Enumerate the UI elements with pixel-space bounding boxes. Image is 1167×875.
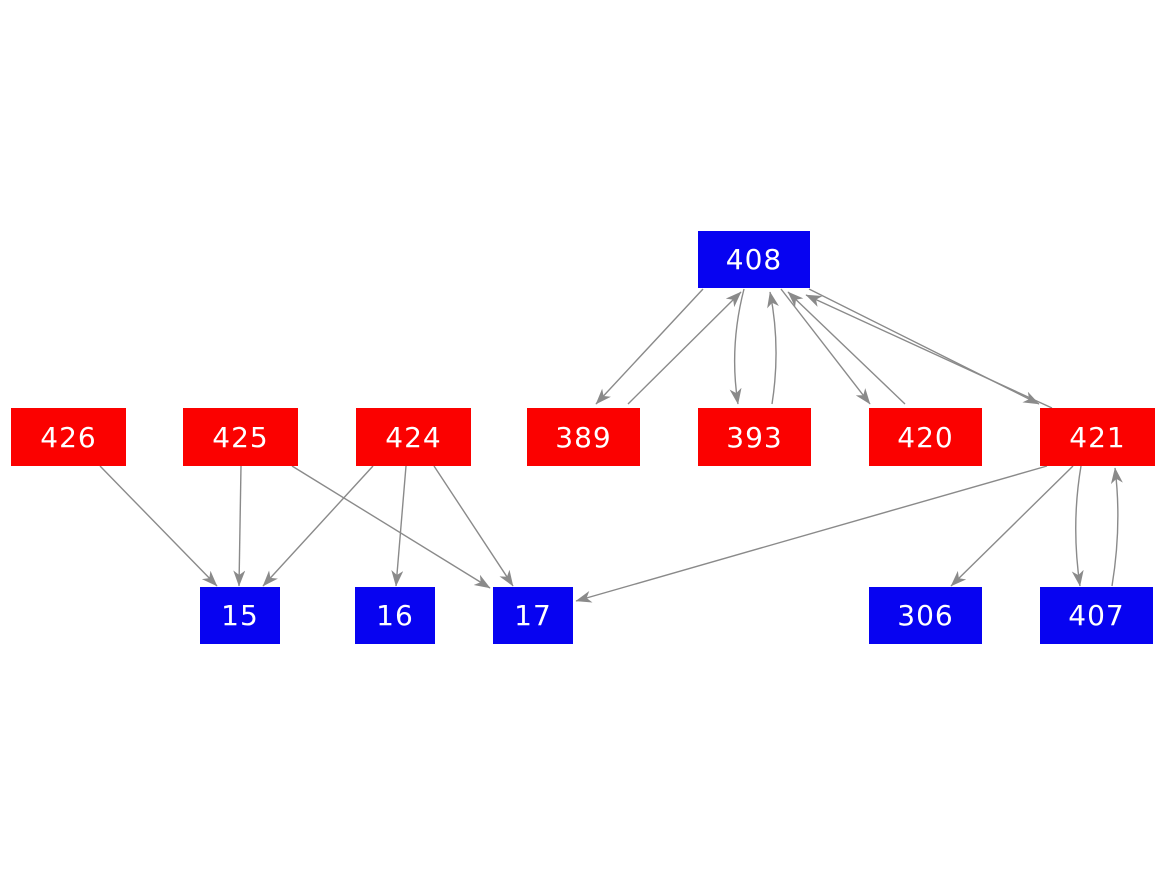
edge-421-to-407 <box>1071 465 1084 587</box>
edge-408-to-421 <box>808 288 1040 405</box>
node-label: 15 <box>221 599 259 632</box>
graph-node-393: 393 <box>698 408 811 466</box>
edge-425-to-17 <box>291 465 491 589</box>
node-label: 389 <box>555 420 612 454</box>
edge-426-to-15 <box>99 465 218 587</box>
node-label: 17 <box>514 599 552 632</box>
node-label: 408 <box>725 243 783 276</box>
edge-424-to-16 <box>391 465 407 587</box>
edge-425-to-15 <box>233 465 246 587</box>
node-label: 426 <box>40 420 97 454</box>
graph-node-408: 408 <box>698 231 810 288</box>
edge-408-to-420 <box>780 288 871 405</box>
node-label: 421 <box>1069 420 1126 454</box>
node-label: 306 <box>897 599 954 632</box>
graph-node-17: 17 <box>493 587 573 644</box>
graph-node-420: 420 <box>869 408 982 466</box>
edge-421-to-306 <box>950 465 1074 587</box>
edge-421-to-17 <box>575 465 1048 603</box>
graph-node-15: 15 <box>200 587 280 644</box>
graph-node-389: 389 <box>527 408 640 466</box>
edge-393-to-408 <box>767 291 779 405</box>
graph-node-421: 421 <box>1040 408 1155 466</box>
graph-node-426: 426 <box>11 408 126 466</box>
edge-421-to-408 <box>805 294 1053 409</box>
node-label: 424 <box>385 420 442 454</box>
edge-408-to-389 <box>595 288 704 405</box>
edge-407-to-421 <box>1110 467 1123 587</box>
graph-node-407: 407 <box>1040 587 1153 644</box>
edge-424-to-17 <box>433 465 514 587</box>
edge-389-to-408 <box>627 291 742 405</box>
node-label: 407 <box>1068 599 1125 632</box>
graph-node-424: 424 <box>356 408 471 466</box>
edge-420-to-408 <box>787 291 906 405</box>
node-label: 16 <box>376 599 414 632</box>
graph-node-425: 425 <box>183 408 298 466</box>
graph-node-306: 306 <box>869 587 982 644</box>
node-label: 393 <box>726 420 783 454</box>
graph-node-16: 16 <box>355 587 435 644</box>
edge-424-to-15 <box>262 465 374 587</box>
edge-408-to-393 <box>729 288 745 405</box>
node-label: 425 <box>212 420 269 454</box>
node-label: 420 <box>897 420 954 454</box>
